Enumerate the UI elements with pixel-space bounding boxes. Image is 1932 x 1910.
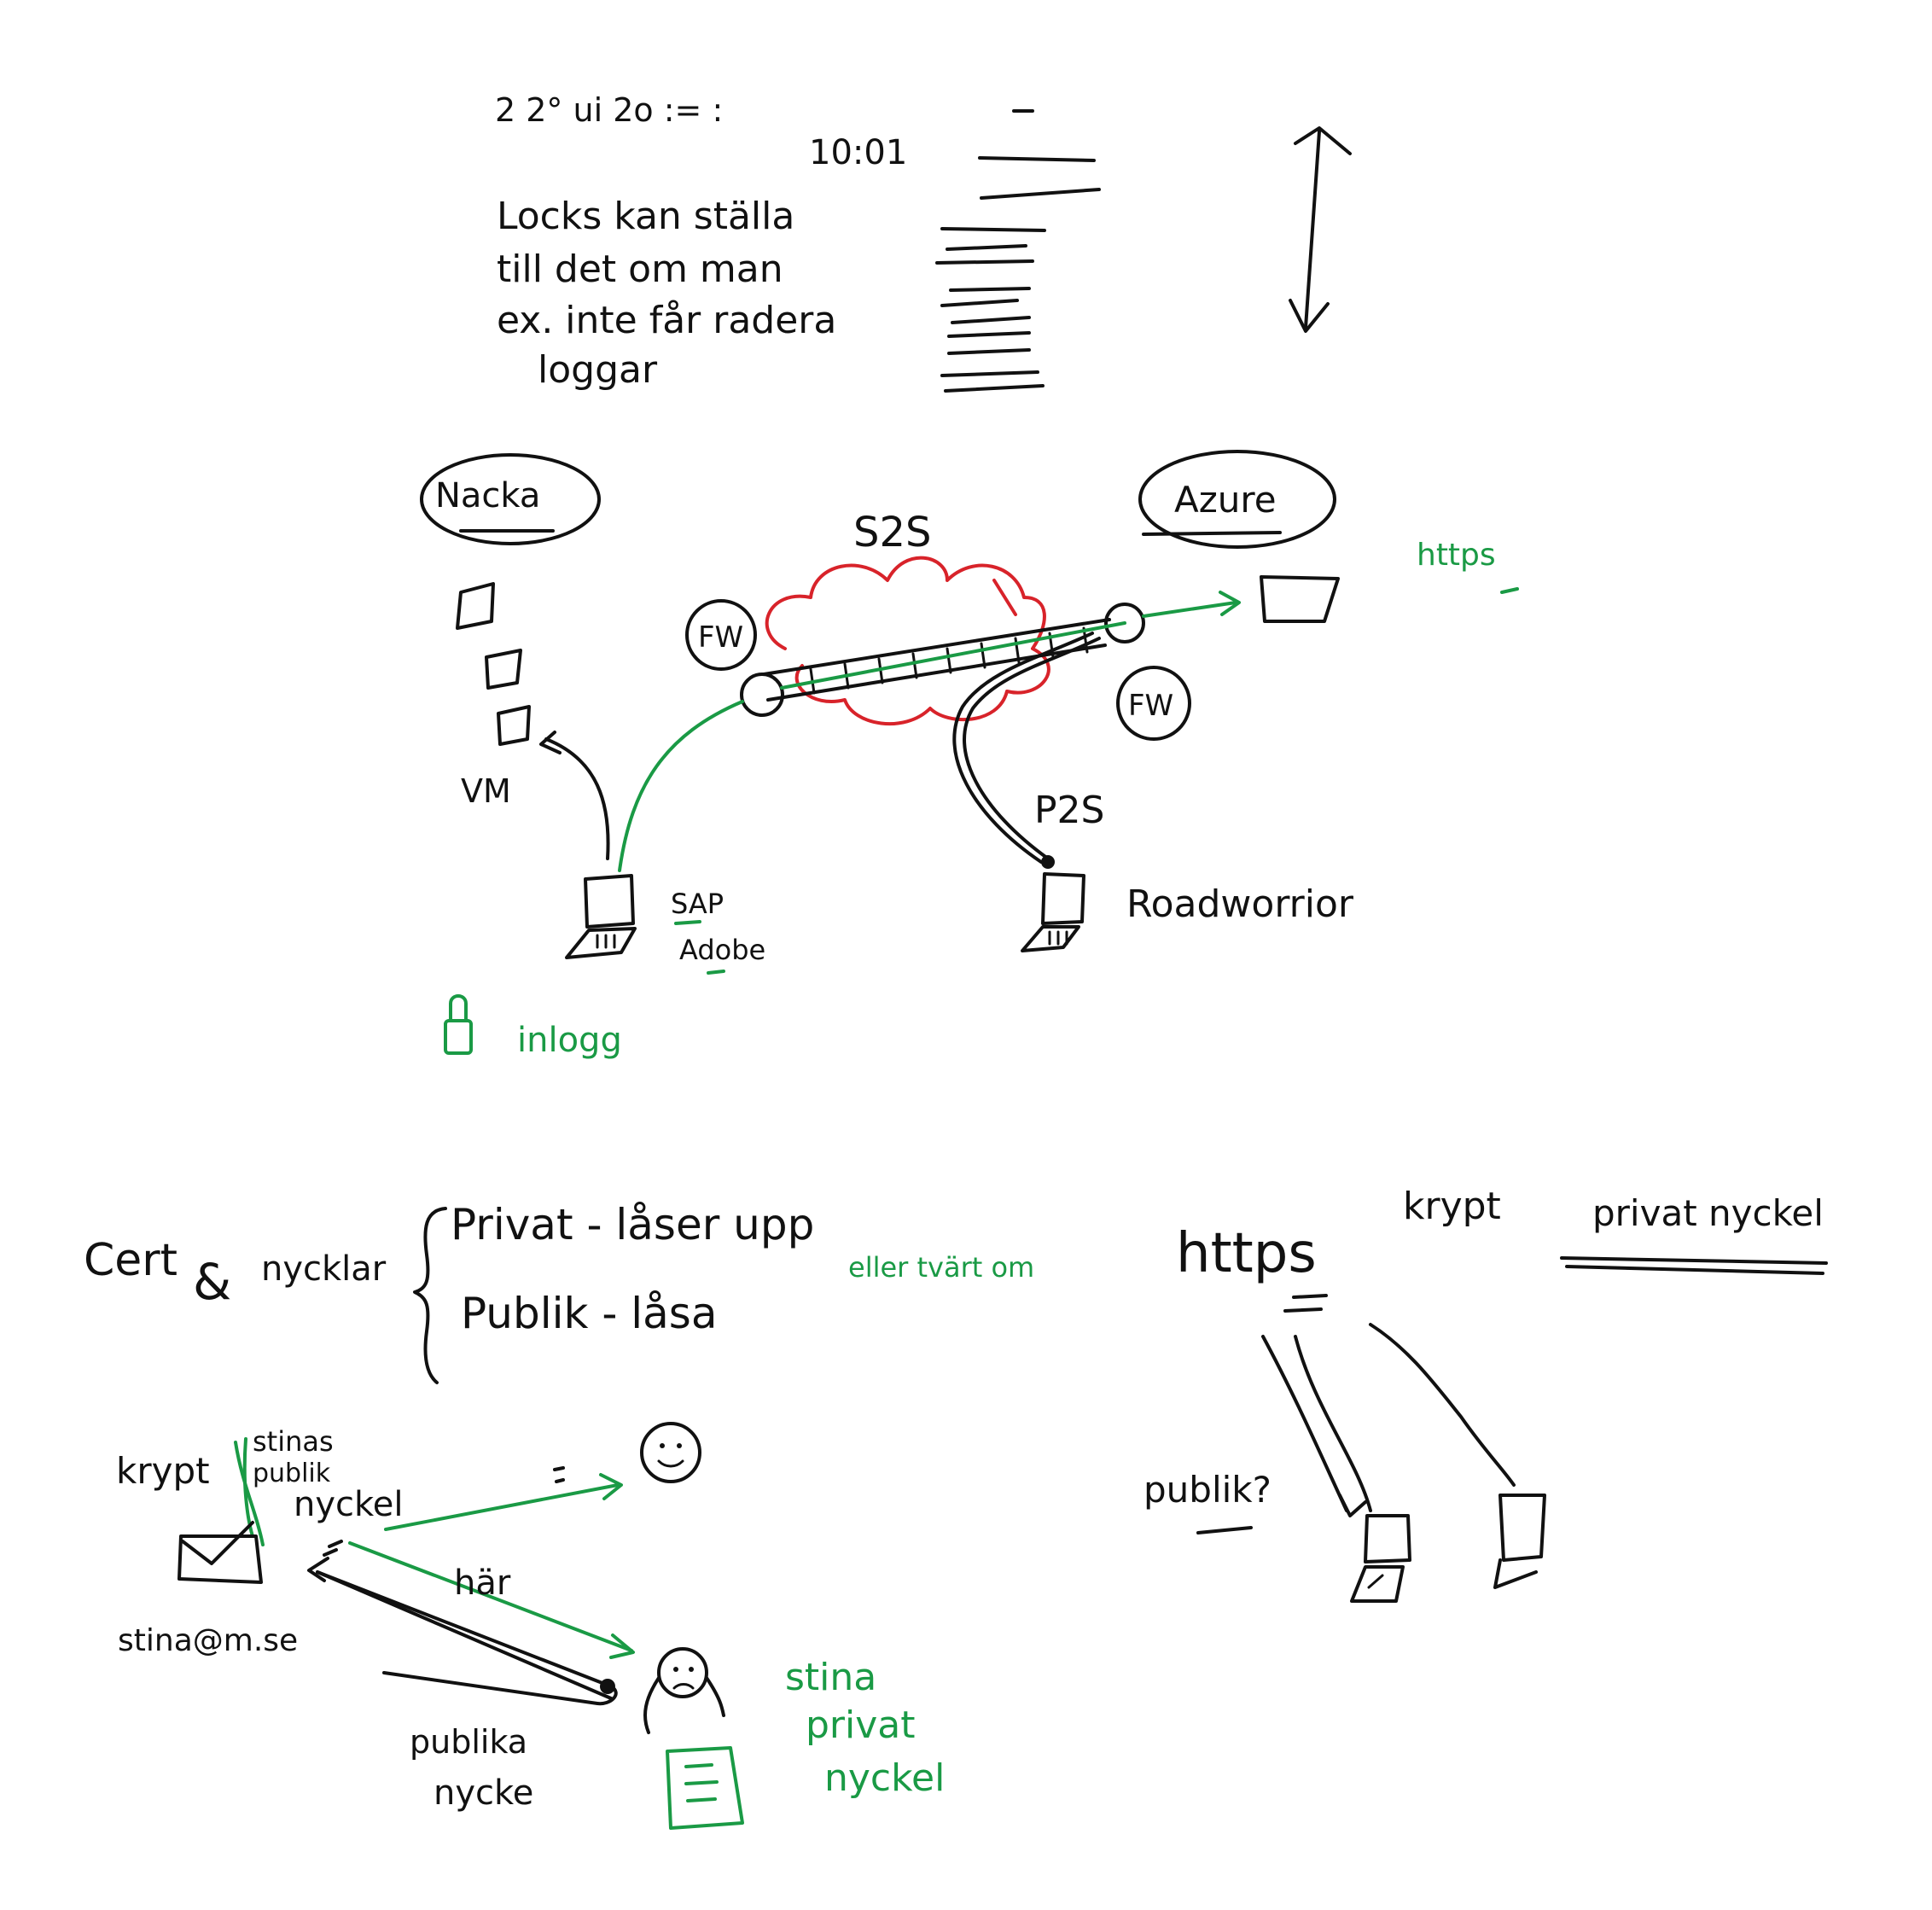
privat-nyckel-label: privat nyckel: [1592, 1192, 1824, 1234]
azure-bubble: [1138, 450, 1336, 549]
stinas-label: stinas: [253, 1425, 334, 1458]
p2s-endpoint-icon: [1041, 855, 1055, 869]
stina-green-3: nyckel: [824, 1756, 945, 1800]
laptop-icon: [565, 874, 637, 959]
notes-line-3: ex. inte får radera: [497, 299, 836, 342]
vm-label: VM: [461, 772, 511, 810]
fw-left-bubble: [685, 599, 757, 671]
p2s-label: P2S: [1034, 789, 1104, 832]
https-green-label: https: [1417, 538, 1496, 573]
fw-right-label: FW: [1128, 689, 1173, 723]
double-arrow-icon: [1289, 126, 1352, 333]
laptop-vpn-path: [618, 700, 744, 872]
envelope-icon: [177, 1521, 263, 1584]
vpn-diagram: Nacka Azure S2S FW FW: [420, 450, 1519, 1060]
person-icon: [643, 1647, 725, 1734]
curly-brace: [413, 1207, 447, 1384]
nycklar-label: nycklar: [261, 1249, 387, 1289]
inlogg-label: inlogg: [517, 1021, 622, 1060]
https-label: https: [1176, 1222, 1317, 1285]
cert-label: Cert: [84, 1235, 177, 1286]
fw-right-bubble: [1116, 666, 1191, 741]
nycke-label: nycke: [434, 1773, 533, 1813]
adobe-label: Adobe: [679, 934, 765, 966]
publik-q-label: publik?: [1143, 1469, 1272, 1511]
vm-access-arrow: [544, 737, 610, 860]
email-krypt-label: krypt: [116, 1450, 210, 1492]
privat-arrow: [1369, 1323, 1516, 1487]
notes-line-4: loggar: [538, 348, 658, 392]
tunnel-end-right-icon: [1104, 603, 1145, 643]
sap-label: SAP: [671, 888, 724, 920]
lock-icon: [444, 994, 473, 1055]
publika-label: publika: [410, 1723, 527, 1761]
road-warrior-laptop-icon: [1021, 872, 1085, 952]
https-arrow: [1142, 601, 1237, 618]
notes-line-1: Locks kan ställa: [497, 195, 794, 238]
s2s-label: S2S: [853, 509, 931, 556]
private-key-document-icon: [666, 1746, 744, 1830]
publik-arrow: [1261, 1335, 1348, 1512]
nacka-bubble: [420, 453, 601, 545]
amp-label: &: [193, 1253, 231, 1311]
notes-block: 2 2° ui 2o := : 10:01 Locks kan ställa t…: [495, 91, 1352, 393]
publik-small-label: publik: [253, 1459, 331, 1488]
tunnel-end-left-icon: [740, 673, 784, 717]
azure-label: Azure: [1174, 479, 1277, 521]
har-label: här: [454, 1564, 511, 1603]
stina-green-1: stina: [785, 1656, 876, 1699]
azure-server-icon: [1260, 575, 1340, 623]
nacka-label: Nacka: [435, 476, 540, 515]
phone-device-icon: [1350, 1514, 1411, 1603]
certificates-section: Cert & nycklar Privat - låser upp Publik…: [84, 1200, 1034, 1384]
notes-scribble: 2 2° ui 2o := :: [495, 91, 723, 129]
delivery-arrow: [348, 1541, 633, 1652]
email-section: krypt stinas publik nyckel stina@m.se hä…: [116, 1422, 945, 1830]
https-section: https krypt privat nyckel publik?: [1143, 1185, 1828, 1603]
vm-server-icons: [456, 582, 531, 746]
stina-green-2: privat: [806, 1703, 916, 1747]
publik-line: Publik - låsa: [461, 1289, 718, 1338]
notes-line-2: till det om man: [497, 247, 783, 291]
road-warrior-label: Roadworrior: [1126, 882, 1354, 926]
p2s-tunnel: [963, 637, 1101, 860]
nyckel-label: nyckel: [294, 1485, 403, 1524]
internet-cloud: [765, 556, 1050, 726]
notes-time: 10:01: [809, 133, 907, 172]
fw-left-label: FW: [698, 620, 743, 655]
eller-label: eller tvärt om: [848, 1251, 1034, 1284]
log-lines-icon: [935, 156, 1101, 393]
happy-face-icon: [640, 1422, 701, 1483]
email-address-label: stina@m.se: [118, 1623, 298, 1658]
server-icon: [1498, 1494, 1546, 1562]
privat-line: Privat - låser upp: [451, 1200, 814, 1249]
public-key-arrow: [384, 1483, 620, 1531]
krypt-label: krypt: [1403, 1185, 1501, 1228]
